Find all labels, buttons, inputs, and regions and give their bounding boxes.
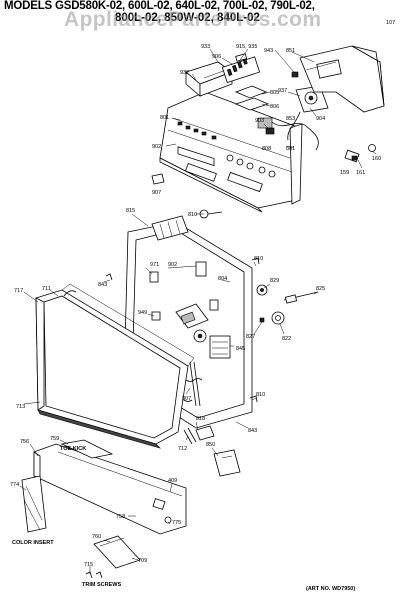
callout: 807 (182, 396, 191, 402)
callout: 810 (256, 392, 265, 398)
callout: 932 (180, 70, 189, 76)
callout: 715 (84, 562, 93, 568)
callout: 881 (286, 146, 295, 152)
callout: 937 (278, 88, 287, 94)
callout: 758 (116, 514, 125, 520)
callout: 806 (270, 104, 279, 110)
callout: 851 (286, 48, 295, 54)
callout: 827 (246, 334, 255, 340)
callout: 805 (270, 90, 279, 96)
callout: 409 (168, 478, 177, 484)
toe-kick-assembly (19, 421, 241, 579)
switch-853 (257, 117, 273, 129)
callout: 906 (212, 54, 221, 60)
callout: 843 (98, 282, 107, 288)
trim-screws-note: TRIM SCREWS (82, 582, 122, 588)
vent-815 (151, 215, 189, 241)
callout: 845 (236, 346, 245, 352)
toe-kick-note: TOE KICK (60, 446, 87, 452)
callout: 804 (218, 276, 227, 282)
part-825 (284, 294, 298, 304)
callout: 818 (196, 416, 205, 422)
callout: 712 (178, 446, 187, 452)
diagram-title-line2: 800L-02, 850W-02, 840L-02 (115, 12, 260, 24)
watermark: AppliancePartsPros.com (64, 8, 322, 31)
callout: 760 (92, 534, 101, 540)
diagram-title-line1: MODELS GSD580K-02, 600L-02, 640L-02, 700… (4, 0, 315, 12)
callout: 829 (270, 278, 279, 284)
page-number: 107 (386, 20, 395, 26)
toe-kick-756 (33, 443, 187, 535)
callout: 709 (138, 558, 147, 564)
screw-775 (164, 516, 172, 524)
callout: 902 (152, 144, 161, 150)
part-818 (195, 425, 215, 441)
callout: 717 (14, 288, 23, 294)
board-805 (234, 85, 268, 99)
callout: 903 (255, 118, 264, 124)
color-insert-774 (21, 475, 47, 533)
callout: 933 (201, 44, 210, 50)
callout: 713 (16, 404, 25, 410)
trim-760 (93, 535, 141, 569)
callout: 902 (168, 262, 177, 268)
callout: 810 (254, 256, 263, 262)
callout: 853 (286, 116, 295, 122)
callout: 843 (248, 428, 257, 434)
callout: 159 (340, 170, 349, 176)
callout: 815 (126, 208, 135, 214)
callout: 774 (10, 482, 19, 488)
callout-numbers: 933 915, 935 851 906 932 943 937 805 806… (10, 44, 381, 568)
callout: 759 (50, 436, 59, 442)
callout: 161 (356, 170, 365, 176)
rinse-aid-845 (209, 335, 231, 359)
callout: 711 (42, 286, 51, 292)
control-panel-assembly (151, 45, 385, 213)
callout: 915, 935 (236, 44, 257, 50)
callout: 808 (262, 146, 271, 152)
callout: 801 (160, 115, 169, 121)
callout: 904 (316, 116, 325, 122)
callout: 971 (150, 262, 159, 268)
part-160 (368, 144, 376, 152)
trim-screws-715 (85, 571, 103, 579)
callout: 943 (264, 48, 273, 54)
callout: 756 (20, 439, 29, 445)
callout: 907 (152, 190, 161, 196)
outer-door-panel (23, 283, 195, 449)
console-buttons (177, 121, 276, 178)
callout: 822 (282, 336, 291, 342)
board-806 (234, 97, 270, 111)
callout: 160 (372, 156, 381, 162)
callout: 850 (206, 442, 215, 448)
art-number: (ART NO. WD7950) (306, 586, 356, 592)
part-850 (213, 449, 241, 477)
callout: 775 (172, 520, 181, 526)
part-907 (151, 173, 165, 185)
callout: 810 (188, 212, 197, 218)
callout: 949 (138, 310, 147, 316)
color-insert-note: COLOR INSERT (12, 540, 54, 546)
callout: 825 (316, 286, 325, 292)
